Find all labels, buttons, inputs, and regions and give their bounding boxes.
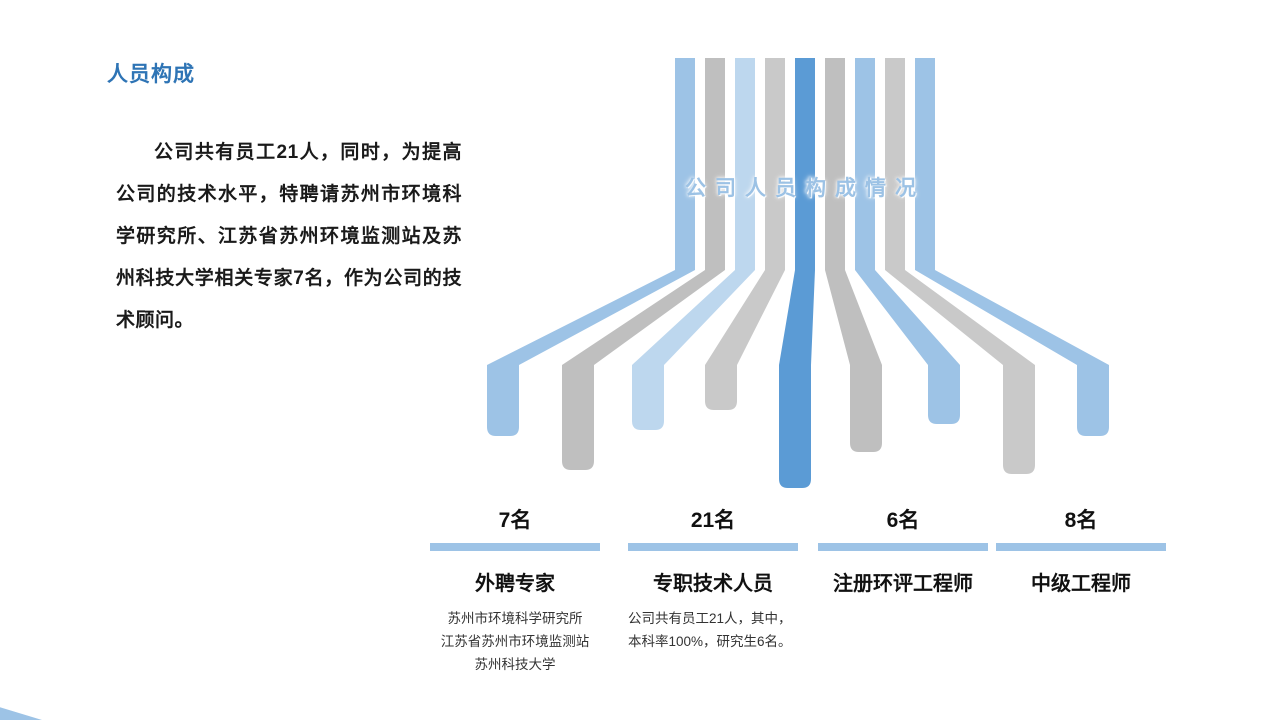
ribbon-stripe <box>915 58 1109 436</box>
stat-group-eia-engineers: 6名 注册环评工程师 <box>818 508 988 608</box>
stat-underline-bar <box>430 543 600 552</box>
ribbon-stripe <box>632 58 755 430</box>
stat-group-external-experts: 7名 外聘专家 苏州市环境科学研究所 江苏省苏州市环境监测站 苏州科技大学 <box>430 508 600 677</box>
ribbon-stripe <box>562 58 725 470</box>
ribbon-stripe <box>705 58 785 410</box>
stat-count: 21名 <box>690 509 736 532</box>
stat-label: 注册环评工程师 <box>833 573 973 596</box>
stat-count: 8名 <box>1064 509 1098 532</box>
page-title: 人员构成 <box>107 63 195 86</box>
ribbon-stripe <box>779 58 815 488</box>
stat-underline-bar <box>996 543 1166 552</box>
chart-title: 公司人员构成情况 <box>685 177 925 200</box>
stat-underline-bar <box>818 543 988 552</box>
intro-paragraph: 公司共有员工21人，同时，为提高公司的技术水平，特聘请苏州市环境科学研究所、江苏… <box>116 142 462 331</box>
stat-count: 6名 <box>886 509 920 532</box>
stat-group-technical-staff: 21名 专职技术人员 公司共有员工21人，其中，本科率100%，研究生6名。 <box>628 508 798 654</box>
stat-label: 中级工程师 <box>1031 573 1131 596</box>
stat-label: 专职技术人员 <box>653 573 773 596</box>
ribbon-stripe <box>487 58 695 436</box>
stat-group-intermediate-engineers: 8名 中级工程师 <box>996 508 1166 608</box>
stat-description: 公司共有员工21人，其中，本科率100%，研究生6名。 <box>628 611 792 650</box>
ribbon-stripe <box>825 58 882 452</box>
stat-label: 外聘专家 <box>475 573 555 596</box>
stat-description: 苏州市环境科学研究所 江苏省苏州市环境监测站 苏州科技大学 <box>440 611 590 673</box>
stat-underline-bar <box>628 543 798 552</box>
ribbon-stripe <box>885 58 1035 474</box>
ribbon-stripe <box>855 58 960 424</box>
stat-count: 7名 <box>498 509 532 532</box>
